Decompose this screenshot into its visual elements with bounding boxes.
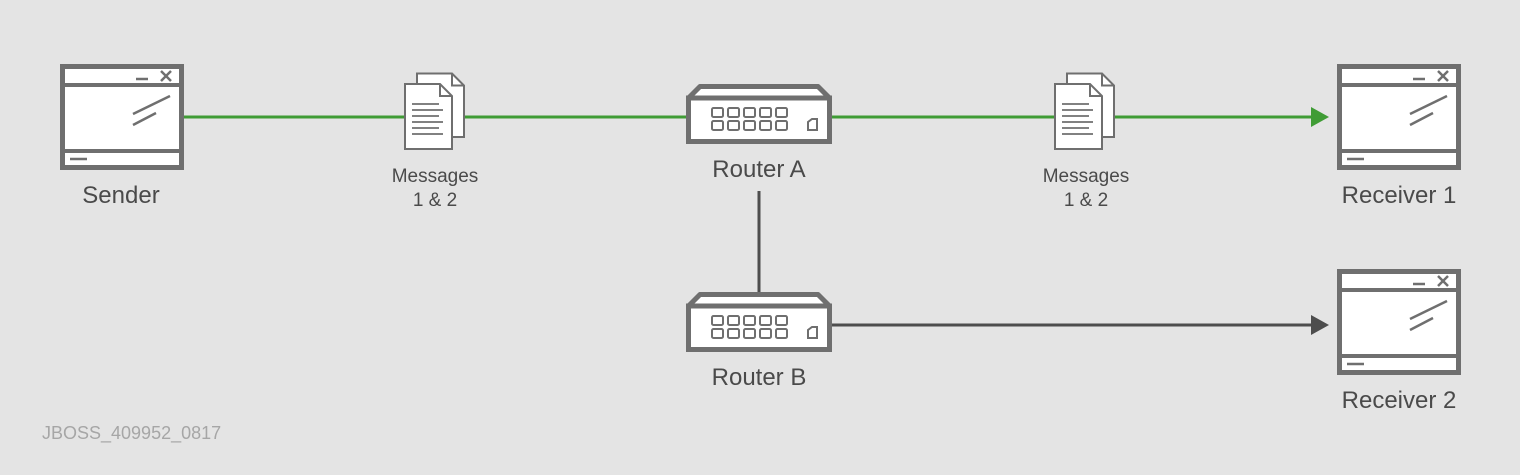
app-window-icon bbox=[1340, 272, 1459, 373]
sender-node: Sender bbox=[63, 67, 182, 209]
router-b-node: Router B bbox=[689, 295, 830, 391]
router-a-node: Router A bbox=[689, 87, 830, 183]
network-switch-icon bbox=[689, 87, 830, 142]
messages-right: Messages 1 & 2 bbox=[1043, 72, 1130, 211]
documents-icon bbox=[1054, 72, 1115, 150]
documents-icon bbox=[404, 72, 465, 150]
receiver-2-label: Receiver 2 bbox=[1342, 387, 1457, 414]
sender-label: Sender bbox=[82, 182, 159, 209]
network-switch-icon bbox=[689, 295, 830, 350]
receiver-1-label: Receiver 1 bbox=[1342, 182, 1457, 209]
messages-left-line2: 1 & 2 bbox=[413, 190, 457, 211]
arrowhead-receiver-1 bbox=[1311, 107, 1329, 127]
app-window-icon bbox=[1340, 67, 1459, 168]
figure-id: JBOSS_409952_0817 bbox=[42, 423, 222, 443]
messages-right-line1: Messages bbox=[1043, 166, 1130, 187]
receiver-2-node: Receiver 2 bbox=[1340, 272, 1459, 414]
router-b-label: Router B bbox=[712, 364, 807, 391]
router-a-label: Router A bbox=[712, 156, 805, 183]
messages-left: Messages 1 & 2 bbox=[392, 72, 479, 211]
messages-left-line1: Messages bbox=[392, 166, 479, 187]
arrowhead-receiver-2 bbox=[1311, 315, 1329, 335]
messages-right-line2: 1 & 2 bbox=[1064, 190, 1108, 211]
app-window-icon bbox=[63, 67, 182, 168]
receiver-1-node: Receiver 1 bbox=[1340, 67, 1459, 209]
